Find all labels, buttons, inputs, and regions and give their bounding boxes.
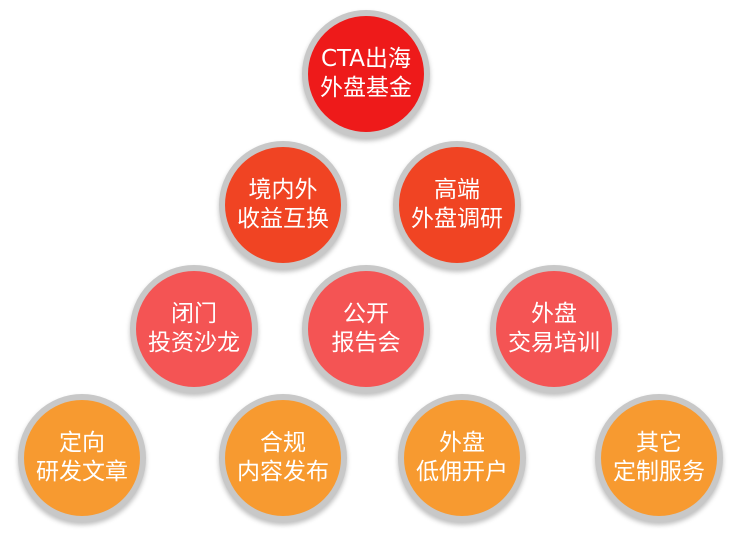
node-label-line2: 定制服务 — [613, 459, 705, 485]
node-custom-services: 其它 定制服务 — [595, 394, 723, 522]
node-label-line2: 交易培训 — [508, 330, 600, 356]
node-low-commission-account: 外盘 低佣开户 — [398, 394, 526, 522]
node-label-line2: 低佣开户 — [416, 459, 508, 485]
node-private-salon: 闭门 投资沙龙 — [130, 265, 258, 393]
node-label-line1: 合规 — [260, 430, 306, 457]
node-cross-border-swap: 境内外 收益互换 — [219, 141, 347, 269]
node-label-line1: 闭门 — [171, 301, 217, 328]
node-label-line1: 高端 — [434, 177, 480, 204]
node-high-end-research: 高端 外盘调研 — [393, 141, 521, 269]
node-label-line2: 研发文章 — [36, 459, 128, 485]
node-cta-overseas-fund: CTA出海 外盘基金 — [302, 10, 430, 138]
node-label-line1: 境内外 — [248, 177, 318, 204]
node-label-line2: 内容发布 — [237, 459, 329, 485]
node-directed-articles: 定向 研发文章 — [18, 394, 146, 522]
node-trading-training: 外盘 交易培训 — [490, 265, 618, 393]
node-compliant-publishing: 合规 内容发布 — [219, 394, 347, 522]
node-label-line1: 公开 — [343, 301, 389, 328]
node-public-briefing: 公开 报告会 — [302, 265, 430, 393]
node-label-line1: 其它 — [636, 430, 682, 457]
node-label-line2: 外盘基金 — [320, 75, 412, 101]
node-label-line1: CTA出海 — [320, 46, 412, 73]
node-label-line2: 报告会 — [331, 330, 401, 356]
node-label-line2: 投资沙龙 — [148, 330, 240, 356]
node-label-line1: 定向 — [59, 430, 105, 457]
node-label-line2: 外盘调研 — [411, 206, 503, 232]
node-label-line2: 收益互换 — [237, 206, 329, 232]
node-label-line1: 外盘 — [531, 301, 577, 328]
node-label-line1: 外盘 — [439, 430, 485, 457]
